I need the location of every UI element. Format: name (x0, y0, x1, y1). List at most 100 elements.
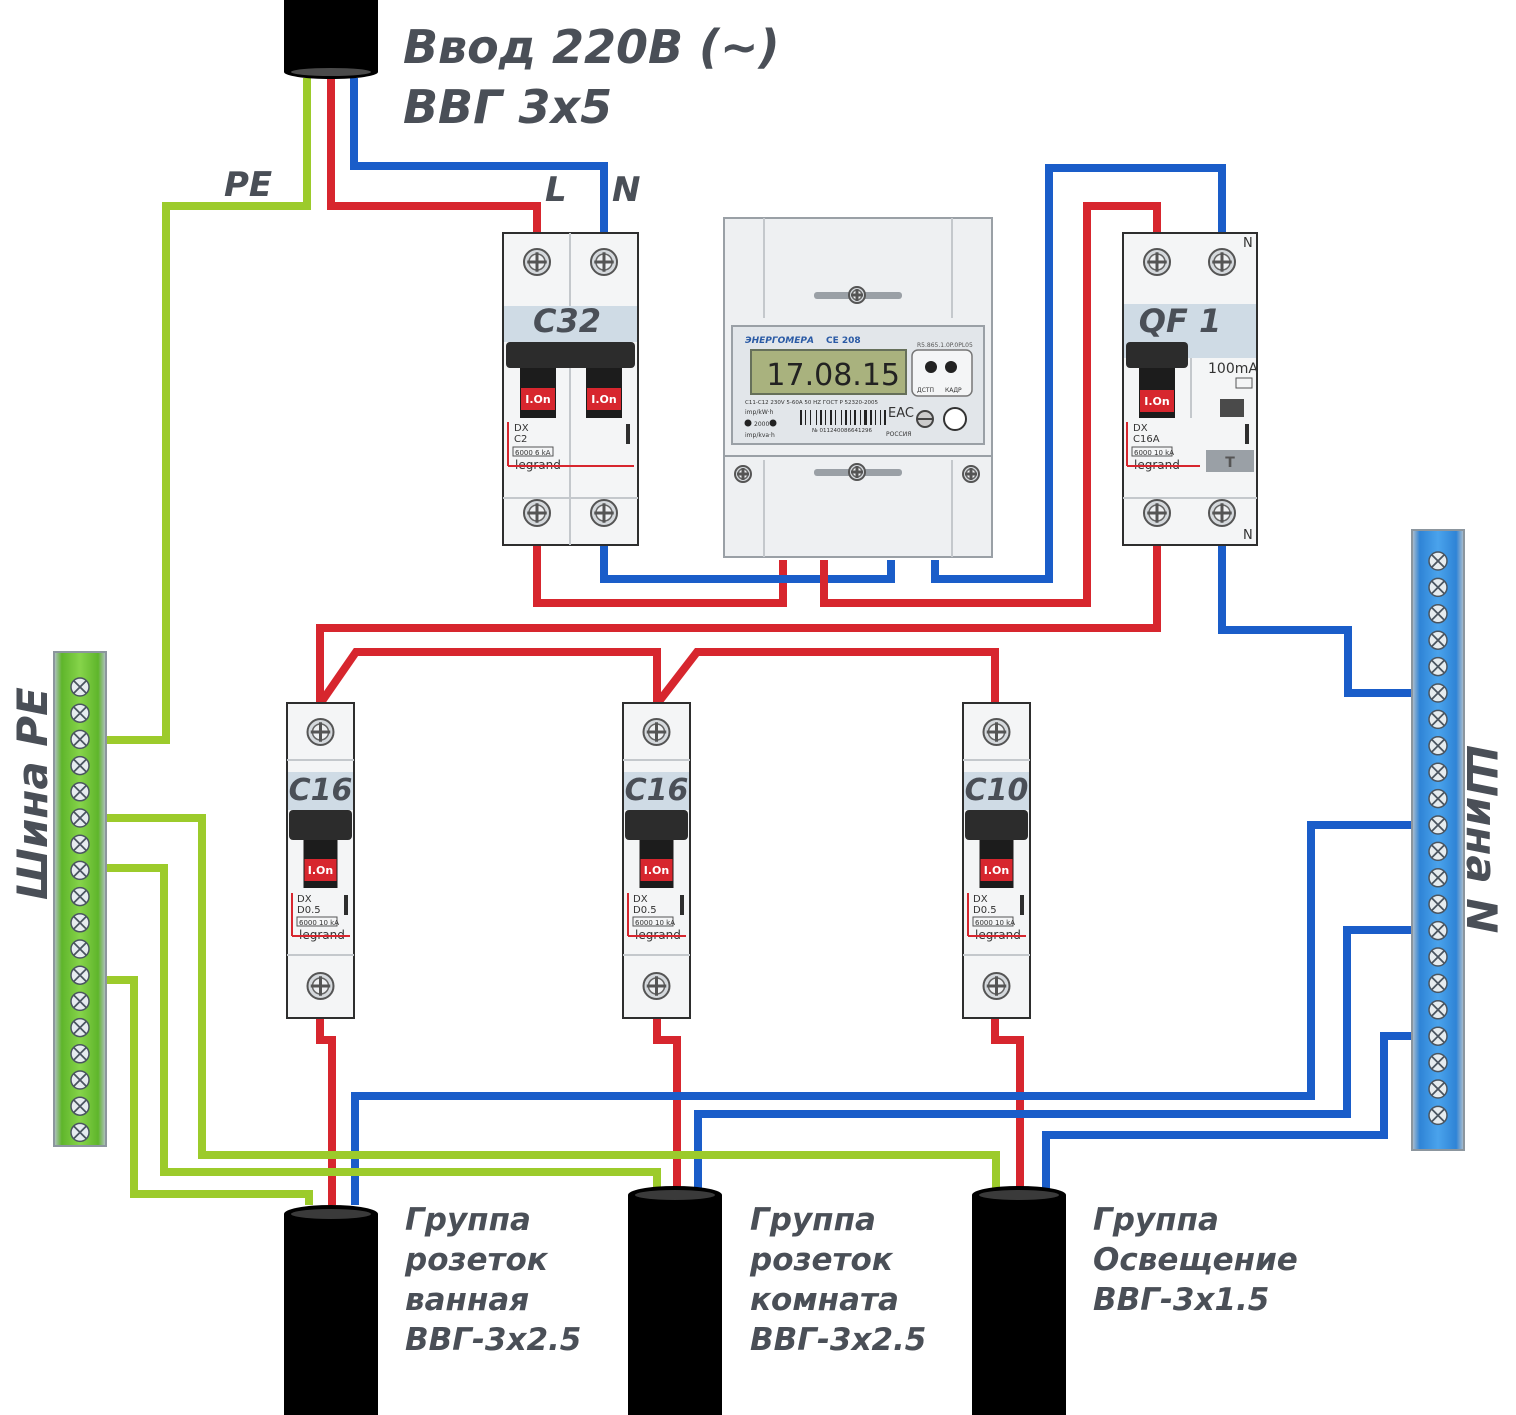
output-cables (284, 1186, 1066, 1415)
group-breaker-2-toggle-text: I.On (644, 864, 669, 877)
group1-cable (284, 1205, 378, 1415)
group2-line2: розеток (750, 1242, 893, 1278)
meter-display-value: 17.08.15 (766, 358, 900, 393)
main-breaker-screws (523, 248, 618, 527)
group2-line3: комната (750, 1282, 899, 1318)
rcd-test-lever[interactable] (1206, 450, 1254, 472)
main-breaker-toggle-left[interactable] (521, 388, 555, 410)
group-breaker-2-rating: D0.5 (633, 905, 657, 916)
meter-imp-value: 2000 (754, 421, 769, 428)
meter-button-right-label: КАДР (945, 387, 962, 394)
group1-description: Группа розеток ванная ВВГ-3x2.5 (405, 1200, 581, 1360)
group-breaker-2-toggle[interactable] (640, 859, 673, 881)
meter-display (750, 349, 907, 395)
meter-imp-kvah: imp/kva·h (745, 432, 775, 439)
bus-terminal-screw-icon (70, 1017, 90, 1038)
group3-line3: ВВГ-3x1.5 (1093, 1282, 1270, 1318)
meter-model: CE 208 (826, 336, 861, 346)
rcd-sensitivity: 100mA (1208, 361, 1258, 377)
rcd-toggle[interactable] (1140, 390, 1174, 412)
group3-pe-wire (104, 814, 1000, 1190)
group1-line2: розеток (405, 1242, 548, 1278)
group2-pe-wire (104, 864, 661, 1190)
meter-button-right[interactable] (945, 361, 957, 373)
screw-icon (523, 248, 551, 276)
group-breaker-1-rating: D0.5 (297, 905, 321, 916)
input-phase-wire (327, 78, 541, 234)
screw-icon (1143, 248, 1171, 276)
meter-country: РОССИЯ (886, 431, 911, 438)
screw-icon (306, 718, 335, 746)
group-breaker-1-toggle[interactable] (304, 859, 337, 881)
main-breaker-toggle-left-text: I.On (525, 393, 550, 406)
bus-terminal-screw-icon (1428, 815, 1448, 835)
input-title-line1: Ввод 220В (~) (403, 20, 780, 74)
group1-neutral-wire (351, 821, 1418, 1205)
bus-terminal-screw-icon (70, 991, 90, 1012)
rcd-test-button[interactable] (1220, 399, 1244, 417)
wires (104, 78, 1418, 1205)
screw-icon (590, 248, 618, 276)
bus-terminal-screw-icon (1428, 604, 1448, 624)
group-breaker-3-toggle[interactable] (980, 859, 1013, 881)
pe-bus-label: Шина PE (8, 687, 57, 900)
main-breaker-rating: C2 (514, 434, 527, 445)
bus-terminal-screw-icon (70, 834, 90, 854)
bus-terminal-screw-icon (1428, 1052, 1448, 1073)
bus-terminal-screw-icon (1428, 736, 1448, 756)
svg-text:T: T (1225, 455, 1235, 471)
main-breaker[interactable]: C32 I.On I.On DX C2 6000 6 kA legrand (502, 232, 639, 546)
meter-spec-line: C11-C12 230V 5-60A 50 HZ ГОСТ Р 52320-20… (745, 400, 878, 406)
bus-terminal-screw-icon (70, 913, 90, 933)
rcd-capacity: 6000 10 kA (1134, 449, 1174, 457)
qf1-nbus-neutral-wire (1218, 545, 1418, 697)
meter-imp-kwh: imp/kW·h (745, 409, 774, 416)
screw-icon (1208, 499, 1236, 527)
input-cable (284, 0, 378, 79)
bus-terminal-screw-icon (70, 1122, 90, 1143)
group-breaker-2-label: C16 (625, 773, 689, 808)
meter-qf1-neutral-wire (931, 164, 1226, 583)
bus-terminal-screw-icon (1428, 709, 1448, 730)
pe-wire-tag: PE (224, 165, 273, 205)
meter-screws (734, 286, 980, 483)
bus-terminal-screw-icon (70, 1044, 90, 1064)
rcd-n-bottom: N (1243, 528, 1253, 543)
bus-terminal-screw-icon (70, 1070, 90, 1090)
bus-terminal-screw-icon (1428, 762, 1448, 782)
meter-brand: ЭНЕРГОМЕРА (745, 336, 814, 346)
group-phase-link-2 (653, 648, 999, 707)
group1-line3: ванная (405, 1282, 530, 1318)
screw-icon (1143, 499, 1171, 527)
group2-line1: Группа (750, 1202, 876, 1238)
group1-line4: ВВГ-3x2.5 (405, 1322, 582, 1358)
group3-line2: Освещение (1093, 1242, 1298, 1278)
rcd-model: DX (1133, 423, 1148, 434)
bus-terminal-screw-icon (1428, 630, 1448, 650)
bus-terminal-screw-icon (1428, 894, 1448, 914)
meter-button-left[interactable] (925, 361, 937, 373)
screw-icon (982, 718, 1011, 746)
main-breaker-toggle-right[interactable] (587, 388, 621, 410)
meter-button-left-label: ДСТП (917, 387, 934, 394)
group2-description: Группа розеток комната ВВГ-3x2.5 (750, 1200, 926, 1360)
meter-qf1-phase-wire (820, 202, 1161, 607)
bus-terminal-screw-icon (1428, 841, 1448, 862)
bus-terminal-screw-icon (70, 782, 90, 802)
bus-terminal-screw-icon (70, 729, 90, 750)
rcd-screws (1143, 248, 1236, 527)
rcd-breaker[interactable]: QF 1 N N I.On 100mA DX C16A 6000 10 kA l… (1122, 232, 1258, 546)
group1-line1: Группа (405, 1202, 531, 1238)
group2-line4: ВВГ-3x2.5 (750, 1322, 927, 1358)
bus-terminal-screw-icon (70, 703, 90, 723)
input-neutral-wire (350, 78, 608, 234)
bus-terminal-screw-icon (1428, 577, 1448, 598)
bus-terminal-screw-icon (70, 808, 90, 828)
screw-icon (734, 465, 752, 483)
group2-phase-wire (653, 1018, 681, 1190)
group3-description: Группа Освещение ВВГ-3x1.5 (1093, 1200, 1298, 1320)
rcd-rating: C16A (1133, 434, 1160, 445)
